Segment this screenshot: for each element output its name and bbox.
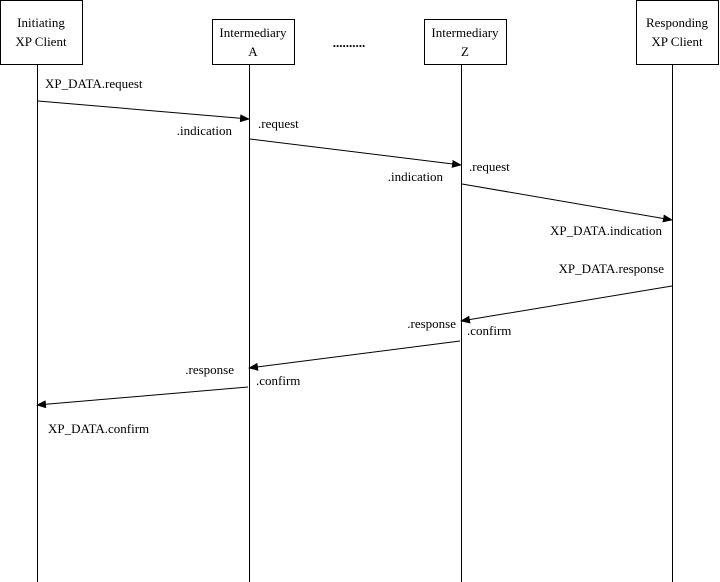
- receive-label: .indication: [388, 169, 444, 184]
- participant-intermediary-a: Intermediary A: [212, 19, 295, 582]
- participant-responding-client: Responding XP Client: [636, 0, 719, 582]
- message-arrow: [37, 100, 250, 123]
- participant-label-line2: XP Client: [15, 34, 67, 49]
- participant-box: [0, 0, 83, 65]
- message-arrow: [461, 183, 673, 223]
- receive-label: .confirm: [256, 373, 300, 388]
- receive-label: .confirm: [467, 323, 511, 338]
- participant-intermediary-z: Intermediary Z: [424, 19, 507, 582]
- message-arrow: [249, 138, 462, 168]
- message-4: XP_DATA.response .confirm: [460, 261, 673, 338]
- send-label: XP_DATA.response: [559, 261, 665, 276]
- intermediary-ellipsis: ..........: [333, 35, 366, 50]
- participant-initiating-client: Initiating XP Client: [0, 0, 83, 582]
- message-arrow: [36, 386, 249, 409]
- send-label: XP_DATA.request: [45, 76, 143, 91]
- participant-label-line1: Intermediary: [431, 25, 499, 40]
- participant-label-line2: XP Client: [651, 34, 703, 49]
- receive-label: XP_DATA.indication: [550, 223, 662, 238]
- message-5: .response .confirm: [248, 316, 461, 388]
- participant-label-line2: Z: [461, 44, 469, 59]
- participant-label-line1: Intermediary: [219, 25, 287, 40]
- message-3: .request XP_DATA.indication: [461, 159, 673, 238]
- participant-label-line1: Initiating: [17, 15, 65, 30]
- send-label: .response: [185, 362, 234, 377]
- participant-box: [212, 19, 295, 65]
- send-label: .response: [407, 316, 456, 331]
- message-1: XP_DATA.request .indication: [37, 76, 250, 138]
- participant-box: [636, 0, 719, 65]
- message-arrow: [248, 340, 461, 371]
- participant-label-line1: Responding: [646, 15, 709, 30]
- message-2: .request .indication: [249, 116, 462, 184]
- send-label: .request: [469, 159, 510, 174]
- message-6: .response XP_DATA.confirm: [36, 362, 249, 436]
- receive-label: .indication: [177, 123, 233, 138]
- send-label: .request: [258, 116, 299, 131]
- receive-label: XP_DATA.confirm: [48, 421, 149, 436]
- participant-box: [424, 19, 507, 65]
- participant-label-line2: A: [248, 44, 258, 59]
- message-arrow: [460, 285, 673, 324]
